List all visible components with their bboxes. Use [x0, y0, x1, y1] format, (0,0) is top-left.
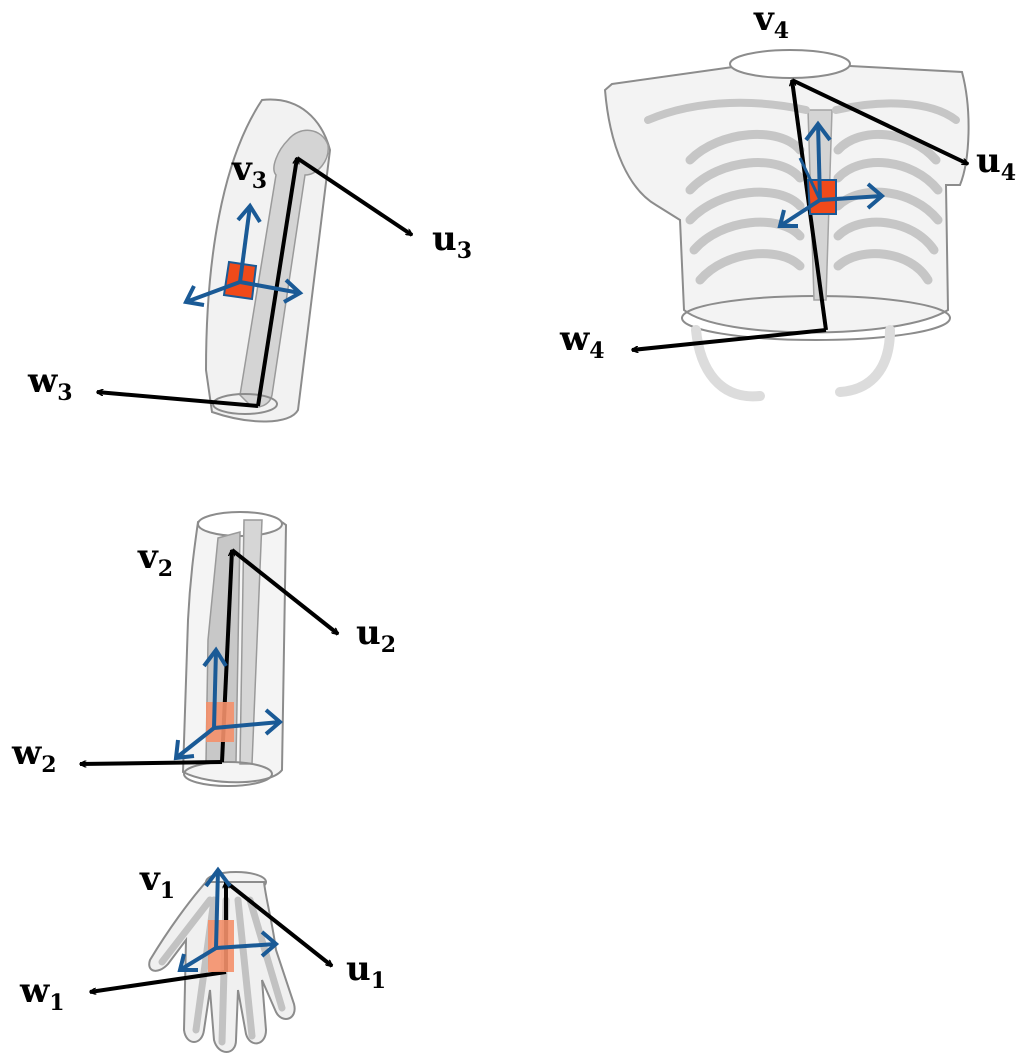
neck-ring	[729, 49, 851, 79]
ribcage	[685, 129, 943, 285]
label-w2: w2	[11, 733, 57, 778]
label-w1: w1	[19, 971, 65, 1016]
humerus-bone	[239, 129, 329, 408]
axis-u2	[230, 548, 338, 636]
torso-segment: v4 u4 w4	[559, 0, 1016, 402]
axis-u1	[224, 880, 332, 968]
axis-u3	[295, 156, 412, 237]
axis-w2	[80, 760, 223, 764]
label-v3: v3	[231, 149, 267, 194]
label-v1: v1	[139, 859, 175, 904]
axis-v3	[256, 158, 297, 407]
sensor-box	[206, 702, 234, 742]
sensor-axis-right	[239, 280, 301, 295]
label-v4: v4	[753, 0, 789, 44]
label-u4: u4	[976, 141, 1016, 186]
label-u1: u1	[346, 949, 386, 994]
hand-segment: v1 u1 w1	[19, 859, 386, 1053]
upperarm-sensor	[183, 202, 304, 307]
axis-w1	[90, 970, 227, 992]
axis-u4	[791, 78, 968, 166]
label-v2: v2	[137, 537, 173, 582]
upperarm-segment: v3 u3 w3	[27, 98, 472, 423]
forearm-sensor	[173, 646, 284, 761]
sensor-axis-up	[238, 205, 252, 283]
label-u2: u2	[356, 613, 396, 658]
axis-w3	[97, 392, 259, 408]
torso-sensor	[777, 120, 886, 228]
forearm-base-ring	[183, 761, 273, 787]
label-w4: w4	[559, 319, 605, 364]
label-u3: u3	[432, 219, 472, 264]
hand-sensor	[177, 866, 280, 972]
sensor-axis-left	[185, 280, 241, 304]
forearm-segment: v2 u2 w2	[11, 511, 396, 787]
axis-w4	[632, 328, 827, 350]
label-w3: w3	[27, 361, 73, 406]
